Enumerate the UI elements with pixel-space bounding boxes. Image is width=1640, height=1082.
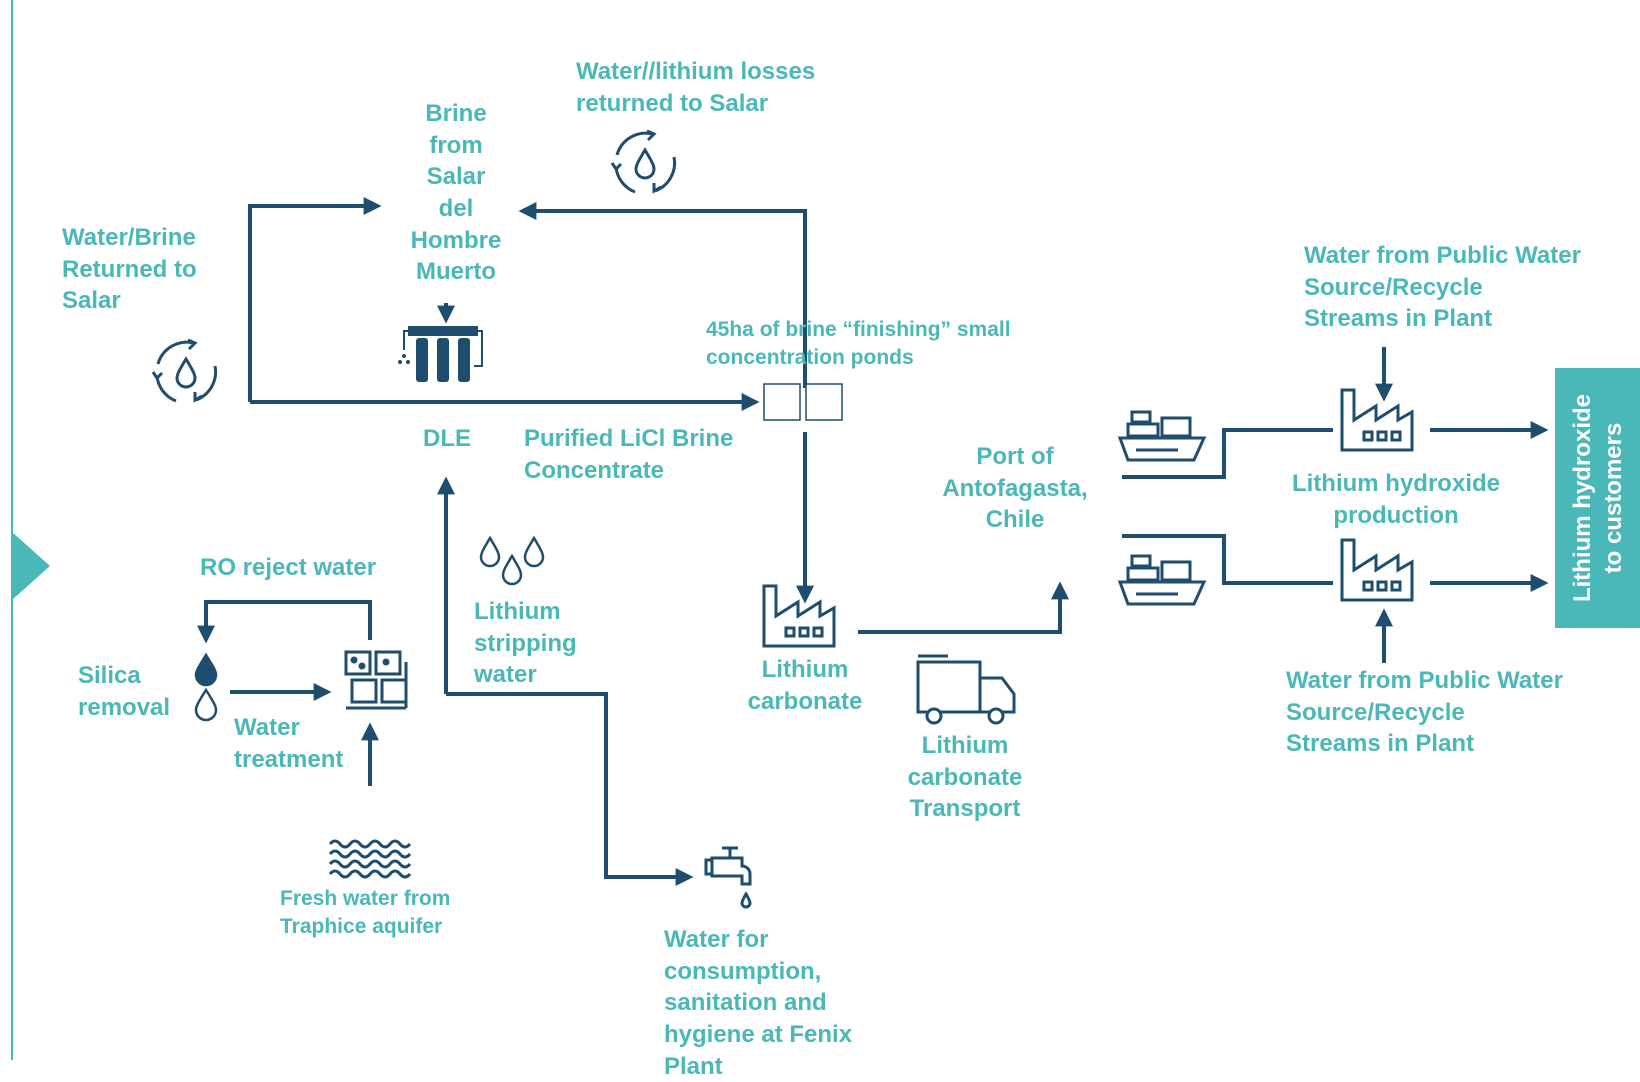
section-marker-icon	[12, 532, 50, 600]
water-lithium-losses-label: Water//lithium losses returned to Salar	[576, 58, 816, 117]
flow-port-to-plant-bottom	[1122, 534, 1333, 585]
brine-source-label: Brine from Salar del Hombre Muerto	[410, 100, 502, 286]
purified-licl-label: Purified LiCl Brine Concentrate	[524, 425, 734, 484]
ro-reject-label: RO reject water	[200, 554, 377, 581]
lithium-stripping-label: Lithium stripping water	[474, 598, 577, 689]
factory-icon	[762, 584, 836, 648]
flow-return-to-brine	[248, 197, 382, 402]
public-water-bottom-label: Water from Public Water Source/Recycle S…	[1286, 667, 1563, 758]
flow-ro-reject	[197, 600, 372, 644]
carbonate-transport-label: Lithium carbonate Transport	[907, 732, 1023, 823]
filter-unit-icon	[398, 326, 483, 382]
recycle-water-icon	[610, 129, 677, 194]
flow-carbonate-to-port	[858, 581, 1069, 634]
public-water-top-label: Water from Public Water Source/Recycle S…	[1304, 242, 1581, 333]
truck-icon	[916, 654, 1016, 725]
customers-label: Lithium hydroxide to customers	[1568, 394, 1627, 603]
treatment-plant-icon	[344, 650, 408, 710]
dle-label: DLE	[423, 425, 471, 452]
factory-icon	[1340, 388, 1414, 452]
water-waves-icon	[328, 839, 412, 879]
finishing-ponds-label: 45ha of brine “finishing” small concentr…	[706, 318, 1011, 369]
cargo-ship-icon	[1117, 410, 1207, 462]
port-label: Port of Antofagasta, Chile	[942, 443, 1088, 534]
water-brine-returned-label: Water/Brine Returned to Salar	[62, 224, 197, 315]
water-droplets-icon	[479, 535, 545, 586]
hydroxide-production-label: Lithium hydroxide production	[1291, 470, 1500, 529]
flow-port-to-plant-top	[1122, 428, 1333, 479]
fresh-water-label: Fresh water from Traphice aquifer	[280, 887, 451, 938]
faucet-icon	[704, 846, 752, 909]
water-consumption-label: Water for consumption, sanitation and hy…	[664, 926, 853, 1080]
evaporation-pond-icon	[763, 383, 843, 421]
factory-icon	[1340, 538, 1414, 602]
customers-banner: Lithium hydroxide to customers	[1555, 368, 1640, 628]
flow-to-consumption	[446, 692, 694, 886]
water-treatment-label: Water treatment	[234, 714, 344, 773]
lithium-carbonate-label: Lithium carbonate	[747, 656, 863, 715]
recycle-water-icon	[151, 338, 218, 403]
cargo-ship-icon	[1117, 554, 1207, 606]
silica-droplets-icon	[194, 652, 218, 722]
flow-losses-to-salar	[518, 202, 807, 388]
silica-removal-label: Silica removal	[78, 662, 171, 721]
